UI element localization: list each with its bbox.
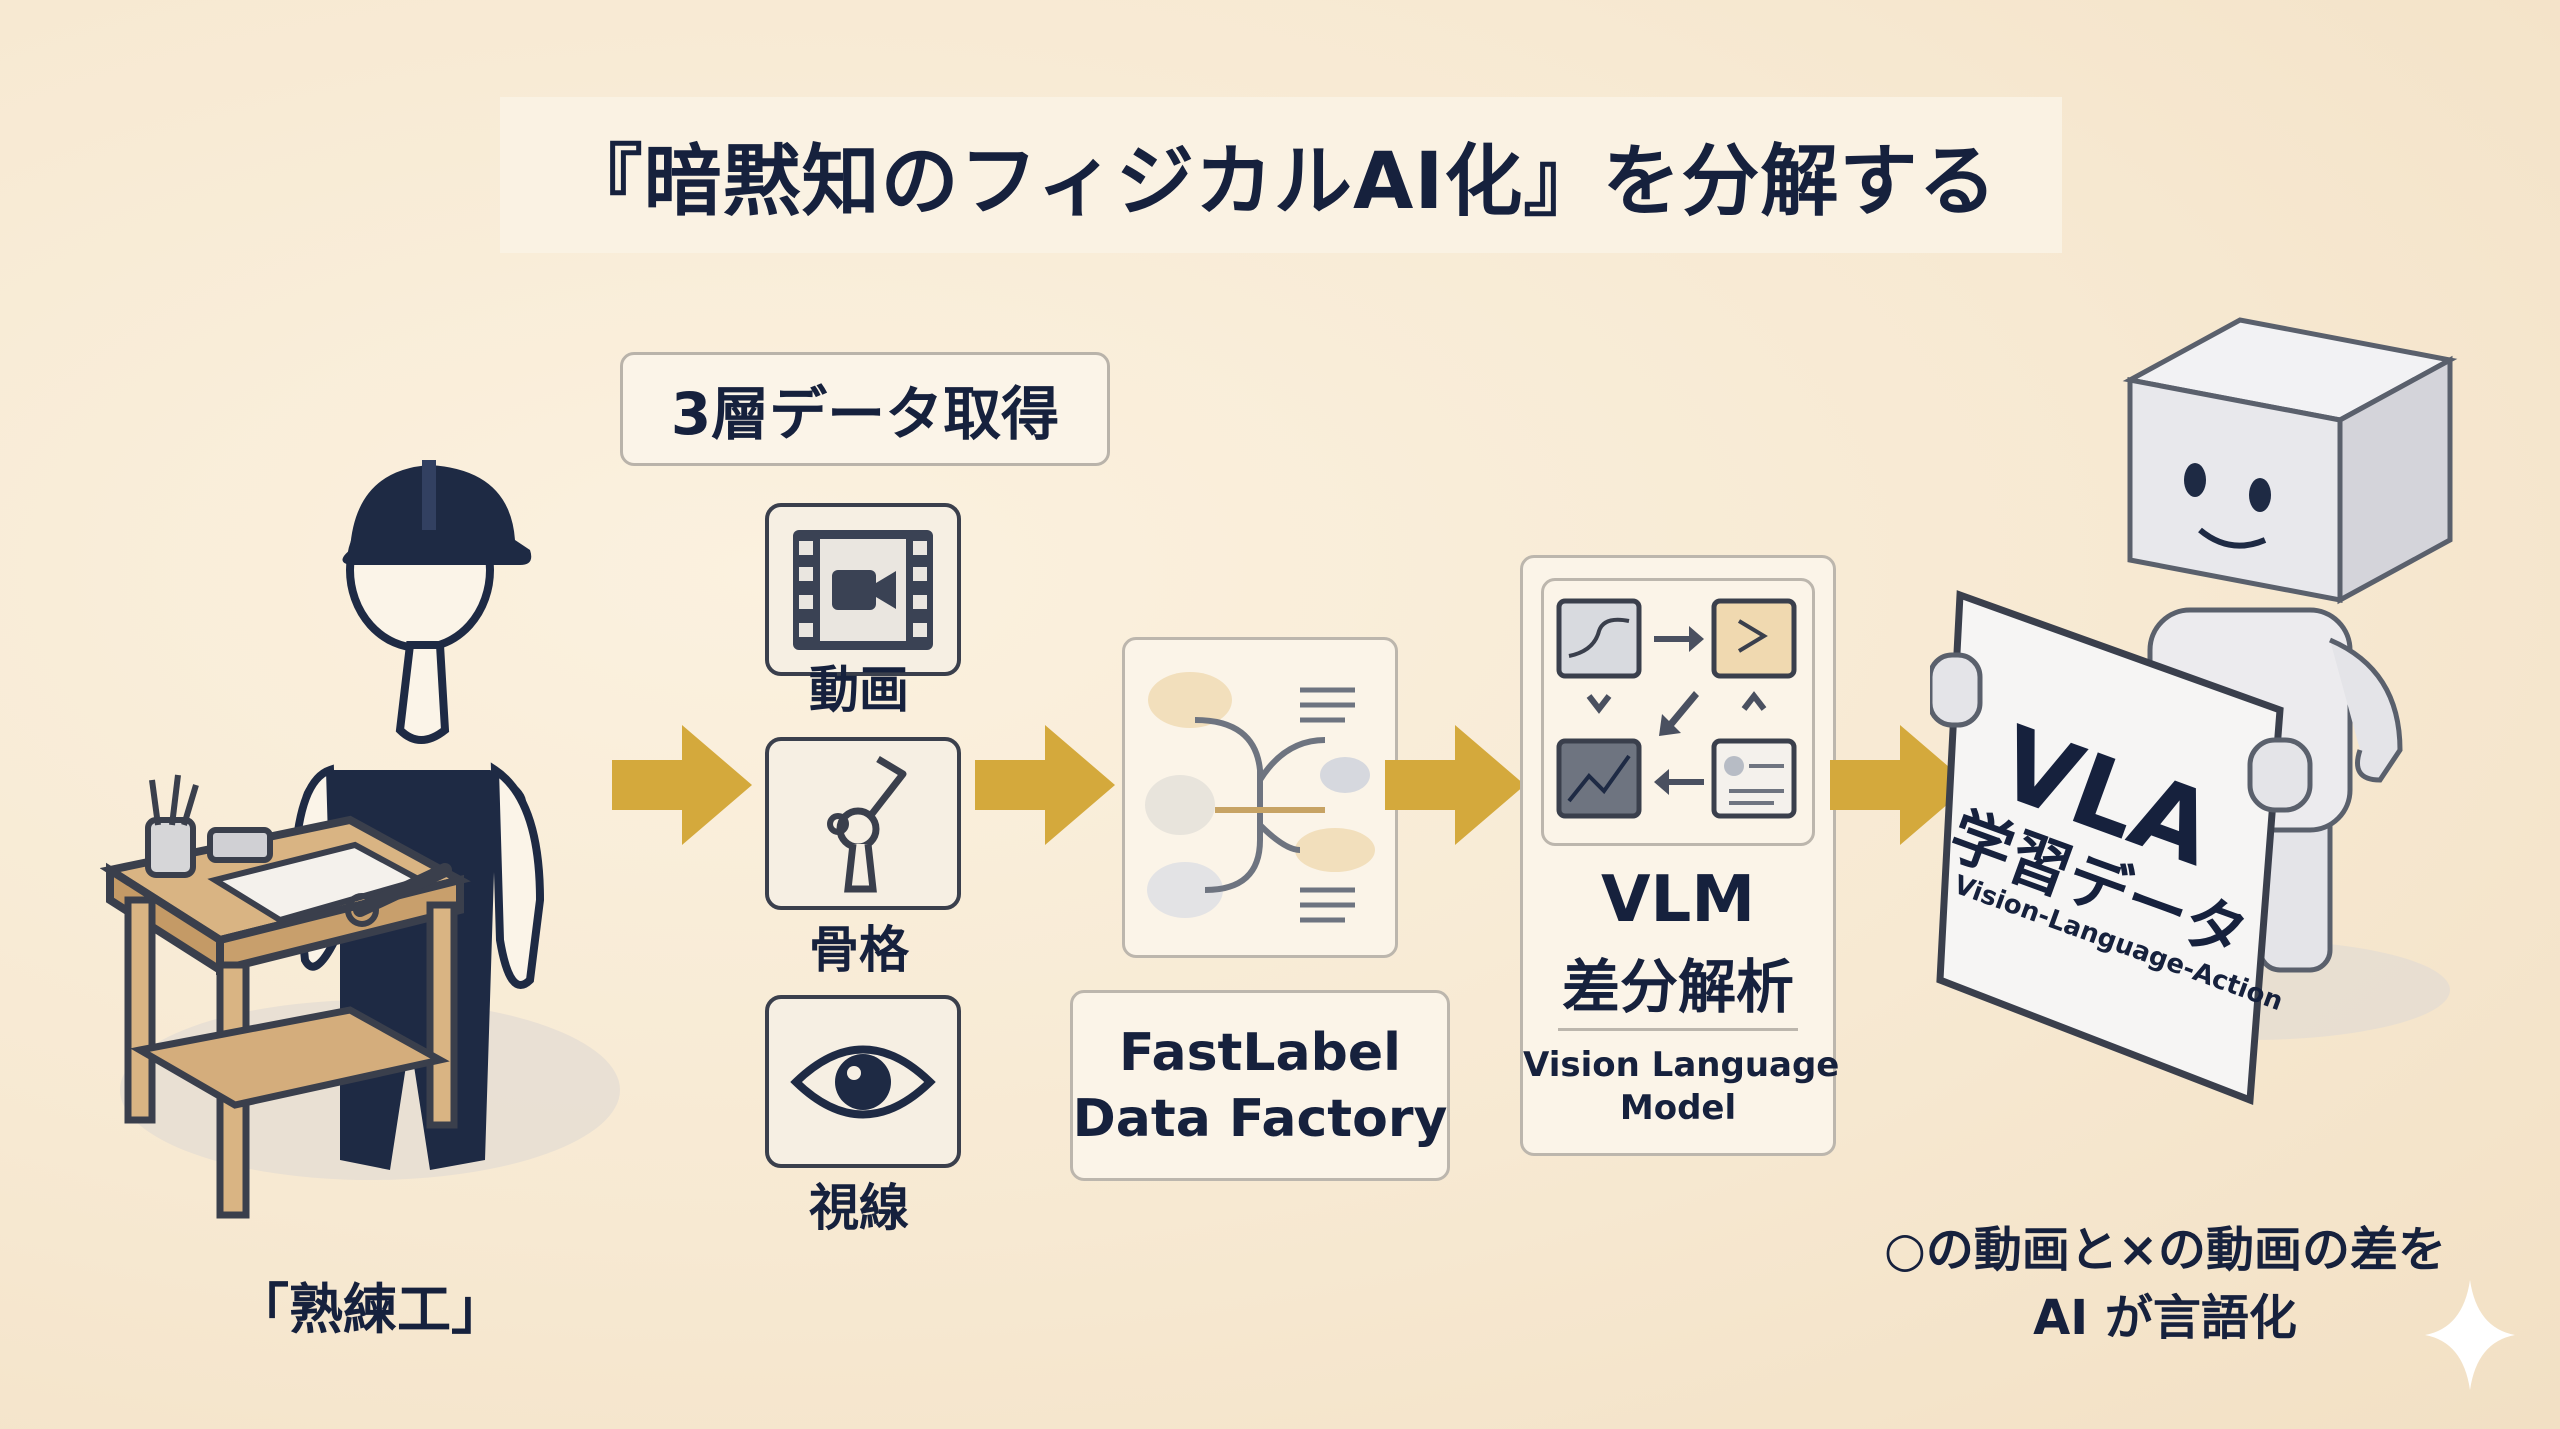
skeleton-icon-box xyxy=(765,737,961,910)
note-line1: ○の動画と×の動画の差を xyxy=(1883,1222,2447,1278)
vlm-title: VLM xyxy=(1601,863,1755,937)
title-banner: 『暗黙知のフィジカルAI化』を分解する xyxy=(500,97,2062,253)
eye-icon-box xyxy=(765,995,961,1168)
note-line2: AI が言語化 xyxy=(2033,1290,2297,1346)
flow-arrow-3 xyxy=(1385,725,1525,845)
comparison-icon xyxy=(1556,598,1797,819)
eye-icon xyxy=(790,1045,936,1118)
factory-line2: Data Factory xyxy=(1072,1088,1448,1149)
vlm-subtitle: 差分解析 xyxy=(1561,953,1794,1021)
layer-heading-box: 3層データ取得 xyxy=(620,352,1110,466)
robot-icon xyxy=(1930,317,2458,1105)
vlm-divider xyxy=(1558,1028,1798,1031)
worker-icon xyxy=(100,460,620,1219)
factory-line1: FastLabel xyxy=(1119,1022,1401,1083)
data-flow-icon xyxy=(1145,672,1375,923)
skeleton-joint-icon xyxy=(827,755,907,892)
factory-diagram-card xyxy=(1122,637,1398,958)
sparkle-icon xyxy=(2425,1280,2515,1390)
input-label-eye: 視線 xyxy=(809,1179,909,1237)
vlm-card: VLM 差分解析 Vision Language Model xyxy=(1520,555,1840,1156)
input-label-video: 動画 xyxy=(809,661,909,719)
factory-label-box: FastLabel Data Factory xyxy=(1070,990,1450,1181)
layer-heading: 3層データ取得 xyxy=(670,380,1060,448)
page-title: 『暗黙知のフィジカルAI化』を分解する xyxy=(564,137,1998,227)
vlm-diagram-box xyxy=(1541,578,1815,846)
input-label-skeleton: 骨格 xyxy=(809,921,909,979)
flow-arrow-4 xyxy=(1830,725,1970,845)
vlm-line1: Vision Language xyxy=(1523,1045,1840,1085)
worker-label: 「熟練工」 xyxy=(235,1278,505,1341)
vlm-line2: Model xyxy=(1619,1088,1737,1128)
video-icon-box xyxy=(765,503,961,676)
flow-arrow-1 xyxy=(612,725,752,845)
flow-arrow-2 xyxy=(975,725,1115,845)
video-icon xyxy=(793,529,933,650)
